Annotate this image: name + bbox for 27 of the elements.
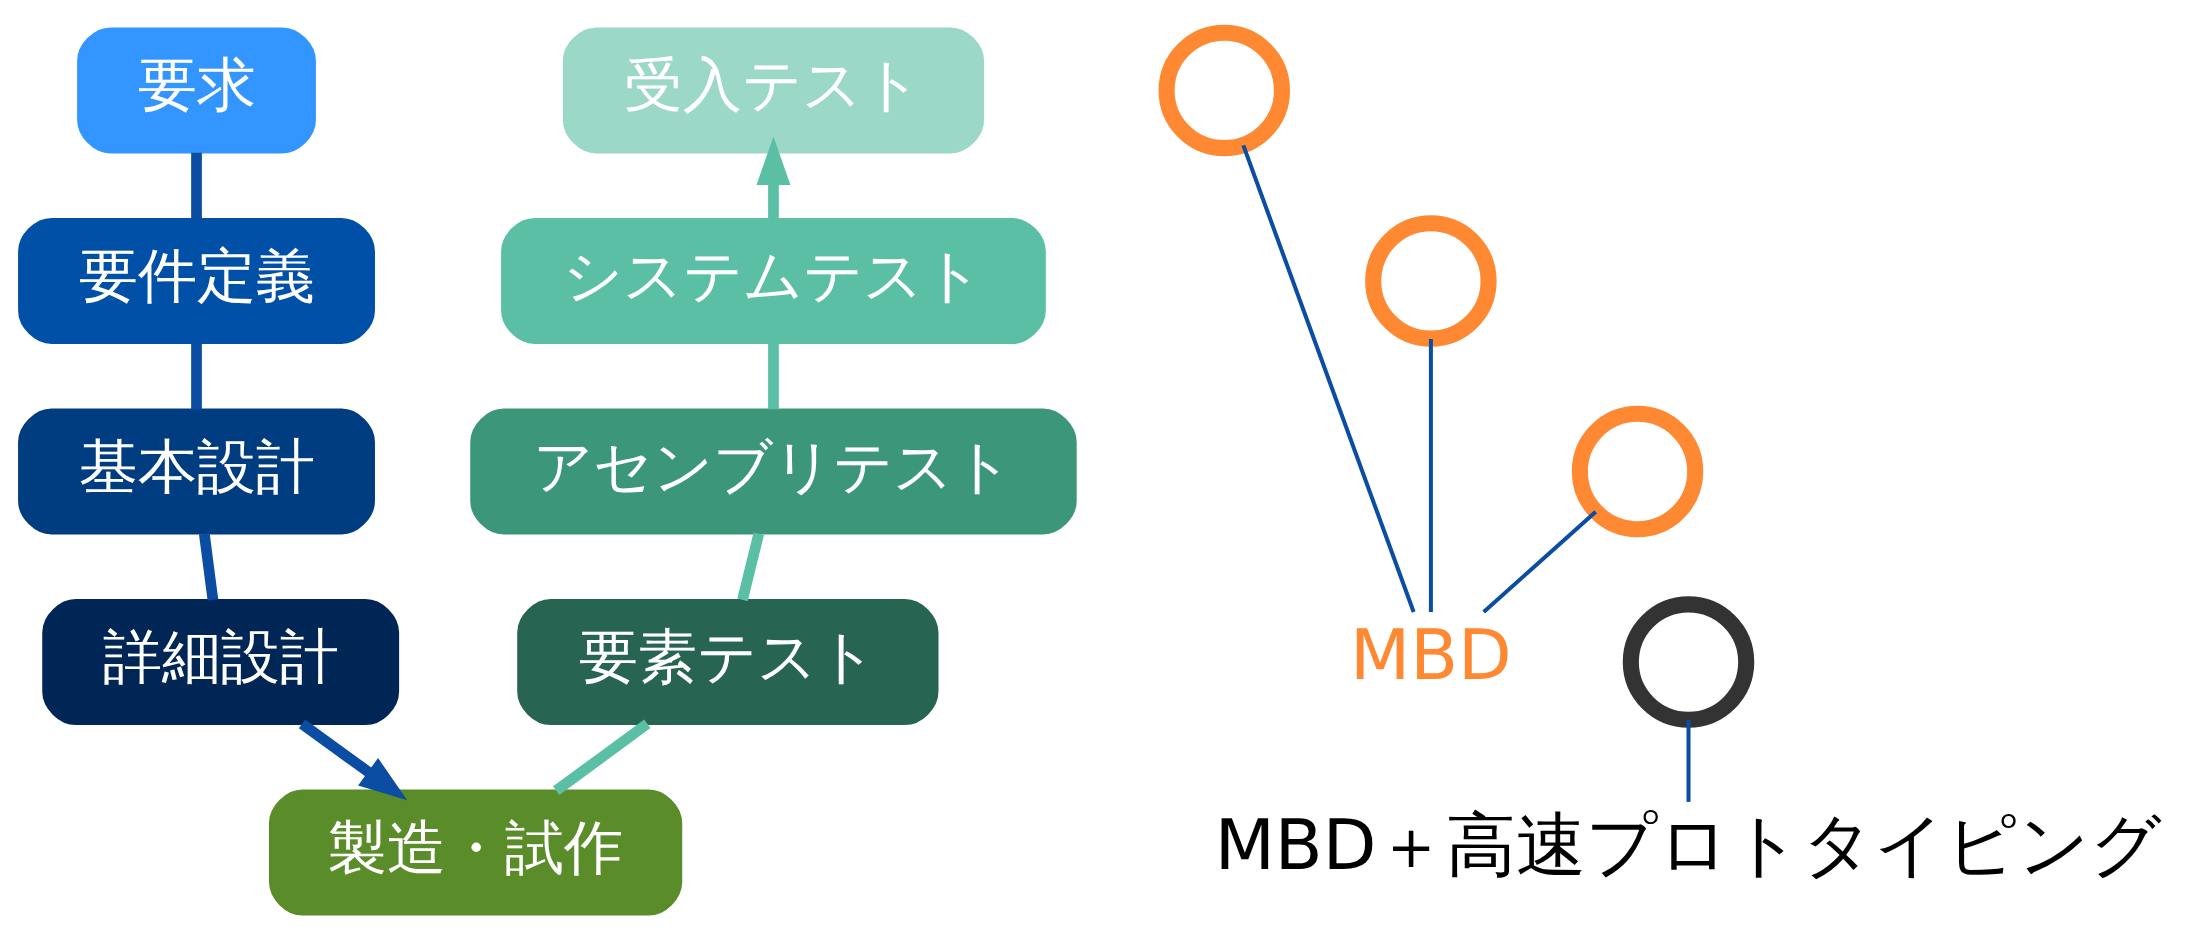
connector bbox=[737, 532, 764, 601]
node-circle bbox=[1365, 214, 1497, 347]
node-box: システムテスト bbox=[501, 217, 1046, 344]
node-text: MBD＋高速プロトタイピング bbox=[1214, 803, 2163, 885]
connector bbox=[768, 342, 779, 409]
connector bbox=[553, 718, 651, 795]
arrow bbox=[298, 718, 408, 800]
connector bbox=[199, 532, 219, 601]
node-box: 詳細設計 bbox=[42, 598, 400, 725]
node-circle bbox=[1158, 24, 1290, 156]
node-box: 受入テスト bbox=[562, 26, 985, 153]
node-circle bbox=[1622, 595, 1755, 728]
connector bbox=[1428, 338, 1433, 612]
connector bbox=[1686, 719, 1691, 802]
node-box: 要件定義 bbox=[18, 217, 375, 344]
connector bbox=[1241, 144, 1416, 613]
node-box: 製造・試作 bbox=[269, 789, 683, 916]
node-box: 基本設計 bbox=[18, 407, 375, 535]
connector bbox=[1482, 509, 1598, 614]
node-text: MBD bbox=[1350, 613, 1512, 695]
connector bbox=[191, 152, 202, 219]
arrow bbox=[756, 136, 791, 219]
node-circle bbox=[1571, 405, 1704, 537]
node-box: 要求 bbox=[77, 26, 316, 153]
connector bbox=[191, 342, 202, 409]
node-box: アセンブリテスト bbox=[470, 407, 1077, 535]
node-box: 要素テスト bbox=[517, 598, 939, 725]
